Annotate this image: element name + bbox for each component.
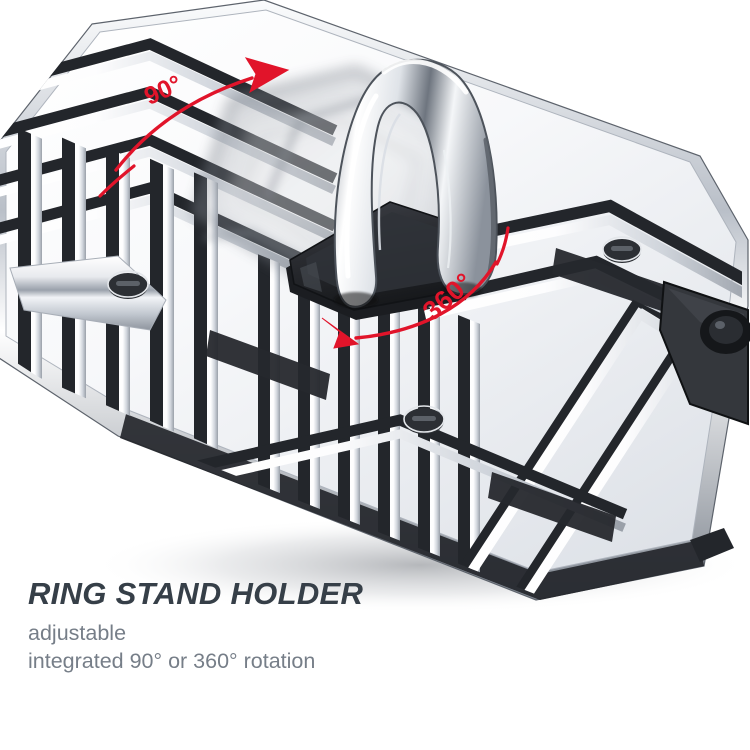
- headline: RING STAND HOLDER: [28, 576, 364, 611]
- subtitle-line-2: integrated 90° or 360° rotation: [28, 649, 316, 674]
- screw-left: [107, 270, 149, 299]
- screw-bottom: [403, 405, 445, 434]
- annotation-arrow-90: [98, 57, 290, 198]
- screw-right: [602, 236, 642, 263]
- subtitle-line-1: adjustable: [28, 620, 127, 645]
- caption-block: RING STAND HOLDER adjustable integrated …: [28, 576, 728, 676]
- ring-band: [333, 58, 498, 308]
- product-illustration: [0, 0, 750, 613]
- ring-stand-holder: [286, 58, 498, 320]
- annotation-arrow-360: [321, 226, 510, 349]
- camera-module: [658, 280, 750, 426]
